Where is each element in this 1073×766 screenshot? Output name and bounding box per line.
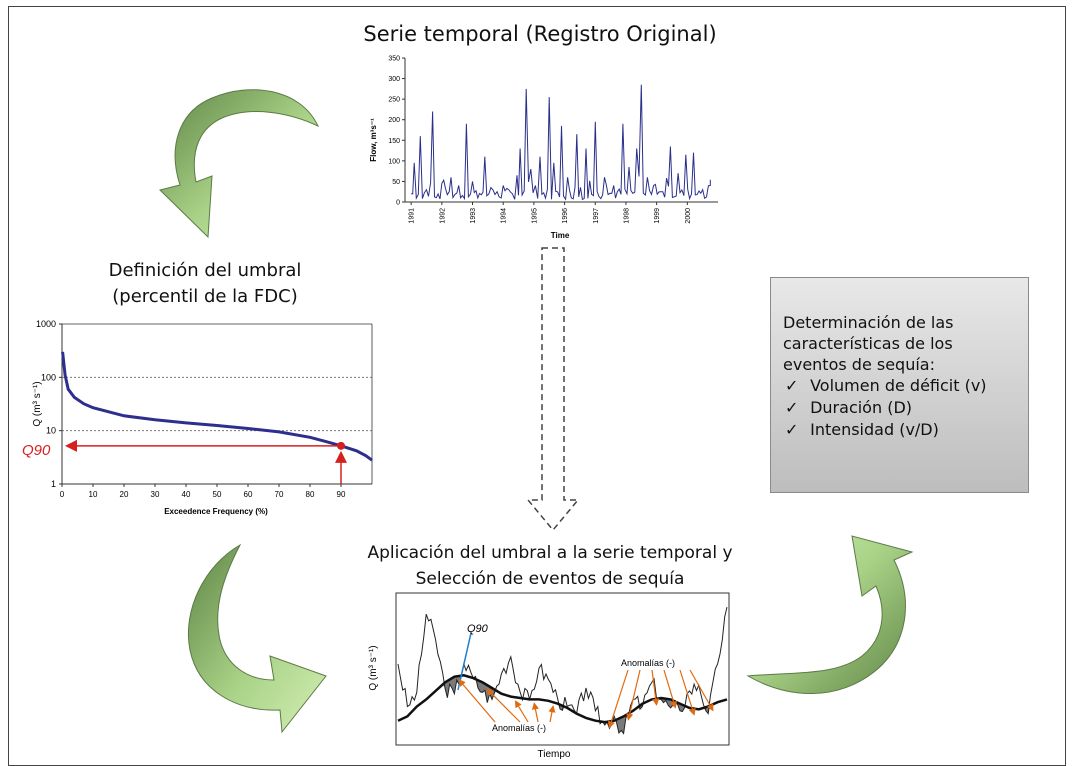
application-title-line2: Selección de eventos de sequía bbox=[415, 569, 685, 589]
ts-xtick-label: 1991 bbox=[409, 208, 416, 224]
characteristic-item: ✓ Duración (D) bbox=[783, 397, 1016, 419]
check-icon: ✓ bbox=[785, 420, 799, 439]
series-title: Serie temporal (Registro Original) bbox=[363, 22, 717, 46]
characteristic-label: Intensidad (v/D) bbox=[810, 420, 939, 439]
fdc-xtick-label: 70 bbox=[275, 490, 284, 499]
fdc-ylabel: Q (m³ s⁻¹) bbox=[32, 381, 43, 426]
characteristics-list: ✓ Volumen de déficit (v) ✓ Duración (D) … bbox=[783, 375, 1016, 441]
ts-xtick-label: 1996 bbox=[562, 208, 569, 224]
threshold-title: Definición del umbral (percentil de la F… bbox=[40, 258, 370, 310]
anomaly-arrow bbox=[486, 688, 521, 723]
fdc-chart: 1 10 100 1000 0 10 20 30 40 50 60 70 80 90 Q90 Q (m³… bbox=[22, 319, 373, 516]
ts-ytick-label: 300 bbox=[388, 76, 400, 83]
ts-xtick-label: 1998 bbox=[623, 208, 630, 224]
ts-xtick-label: 1997 bbox=[593, 208, 600, 224]
app-xlabel: Tiempo bbox=[538, 749, 571, 760]
anomaly-arrow bbox=[607, 669, 629, 729]
fdc-xlabel: Exceedence Frequency (%) bbox=[164, 507, 268, 516]
anomaly-arrow bbox=[663, 669, 678, 709]
characteristic-item: ✓ Intensidad (v/D) bbox=[783, 419, 1016, 441]
fdc-xtick-label: 30 bbox=[151, 490, 160, 499]
fdc-xtick-label: 80 bbox=[306, 490, 315, 499]
anomaly-label-right: Anomalías (-) bbox=[621, 658, 675, 668]
time-series-chart: 0 50 100 150 200 250 300 350 1991 1992 1993 1994 19… bbox=[369, 56, 718, 240]
ts-xlabel: Time bbox=[551, 231, 570, 240]
fdc-ytick-label: 1000 bbox=[36, 319, 56, 329]
fdc-xtick-label: 60 bbox=[244, 490, 253, 499]
characteristic-label: Volumen de déficit (v) bbox=[810, 376, 987, 395]
ts-xtick-label: 1992 bbox=[439, 208, 446, 224]
fdc-xtick-label: 0 bbox=[60, 490, 65, 499]
characteristic-label: Duración (D) bbox=[810, 398, 912, 417]
threshold-title-line1: Definición del umbral bbox=[108, 260, 302, 281]
ts-xtick-label: 1993 bbox=[470, 208, 477, 224]
curved-arrow-top-left bbox=[159, 89, 320, 239]
anomaly-arrow bbox=[651, 669, 660, 706]
anomaly-arrow bbox=[626, 669, 641, 721]
check-icon: ✓ bbox=[785, 398, 799, 417]
ts-ytick-label: 100 bbox=[388, 158, 400, 165]
q90-threshold-line bbox=[397, 674, 728, 724]
anomaly-arrows bbox=[458, 669, 714, 729]
characteristics-intro: Determinación de las características de … bbox=[783, 312, 1016, 375]
q90-marker bbox=[337, 441, 345, 450]
ts-ytick-label: 150 bbox=[388, 138, 400, 145]
curved-arrow-bottom-left bbox=[187, 543, 327, 734]
fdc-ytick-label: 10 bbox=[46, 426, 56, 436]
ts-ytick-label: 350 bbox=[388, 56, 400, 63]
anomaly-label-left: Anomalías (-) bbox=[492, 723, 546, 733]
fdc-xtick-label: 50 bbox=[213, 490, 222, 499]
cycle-arrows bbox=[159, 89, 914, 734]
anomaly-arrow bbox=[531, 702, 540, 723]
anomaly-arrow bbox=[689, 669, 714, 712]
fdc-ytick-label: 100 bbox=[41, 372, 56, 382]
ts-ytick-label: 50 bbox=[392, 179, 400, 186]
fdc-xtick-label: 40 bbox=[182, 490, 191, 499]
characteristic-item: ✓ Volumen de déficit (v) bbox=[783, 375, 1016, 397]
ts-xtick-label: 1995 bbox=[531, 208, 538, 224]
fdc-xtick-label: 20 bbox=[120, 490, 129, 499]
ts-xtick-label: 1994 bbox=[501, 208, 508, 224]
threshold-application-chart: Q90 Anomalías (-) Anomalías (-) Q (m³ s⁻… bbox=[368, 592, 730, 760]
intro-line: características de los bbox=[783, 334, 953, 353]
anomaly-arrow bbox=[679, 669, 696, 716]
fdc-xtick-label: 90 bbox=[337, 490, 346, 499]
drought-characteristics-box: Determinación de las características de … bbox=[770, 277, 1029, 493]
ts-ytick-label: 250 bbox=[388, 97, 400, 104]
check-icon: ✓ bbox=[785, 376, 799, 395]
anomaly-arrow bbox=[548, 705, 556, 723]
application-title-line1: Aplicación del umbral a la serie tempora… bbox=[367, 543, 733, 563]
anomaly-arrow bbox=[514, 700, 529, 723]
ts-ytick-label: 0 bbox=[396, 200, 400, 207]
ts-xtick-label: 2000 bbox=[685, 208, 692, 224]
fdc-ytick-label: 1 bbox=[51, 479, 56, 489]
ts-xtick-label: 1999 bbox=[654, 208, 661, 224]
anomaly-arrow bbox=[458, 679, 496, 723]
series-line bbox=[411, 84, 711, 201]
curved-arrow-bottom-right bbox=[746, 535, 914, 694]
intro-line: eventos de sequía: bbox=[783, 355, 935, 374]
ts-ytick-label: 200 bbox=[388, 117, 400, 124]
fdc-curve bbox=[61, 351, 373, 462]
app-ylabel: Q (m³ s⁻¹) bbox=[368, 645, 379, 690]
dashed-down-arrow bbox=[526, 247, 580, 532]
threshold-title-line2: (percentil de la FDC) bbox=[112, 286, 298, 307]
ts-ylabel: Flow, m³s⁻¹ bbox=[369, 118, 378, 162]
fdc-q90-label: Q90 bbox=[22, 442, 51, 459]
application-title: Aplicación del umbral a la serie tempora… bbox=[330, 540, 770, 592]
fdc-xtick-label: 10 bbox=[89, 490, 98, 499]
app-q90-label: Q90 bbox=[467, 623, 489, 635]
intro-line: Determinación de las bbox=[783, 313, 954, 332]
